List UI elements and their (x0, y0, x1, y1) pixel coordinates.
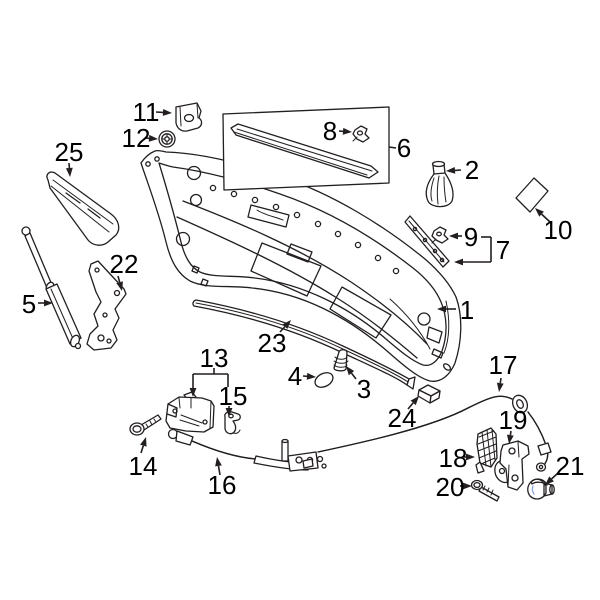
callout-13: 13 (200, 343, 229, 373)
part-molding-clip (352, 125, 370, 143)
callout-25: 25 (55, 137, 84, 167)
callout-arrow-line (279, 326, 286, 333)
part-latch-pad (475, 427, 498, 474)
part-latch-bolt (129, 414, 162, 436)
part-reinforcement (46, 171, 120, 246)
callout-10: 10 (544, 215, 573, 245)
callout-arrow-head (306, 372, 316, 380)
callout-11: 11 (133, 97, 160, 127)
part-grommet (425, 160, 454, 208)
callout-arrow-head (535, 208, 544, 217)
callout-arrow-head (162, 109, 172, 116)
part-block (417, 384, 441, 404)
callout-bracket-line (388, 146, 397, 149)
callout-24: 24 (388, 403, 417, 433)
callout-23: 23 (258, 328, 287, 358)
callout-5: 5 (22, 289, 36, 319)
part-striker-bolt (470, 479, 500, 502)
callout-arrow-head (446, 167, 456, 174)
part-hood-panel (140, 149, 462, 382)
callout-arrow-head (148, 134, 158, 142)
callout-arrow-head (463, 482, 472, 490)
callout-14: 14 (129, 451, 158, 481)
part-oval-pad (314, 372, 334, 388)
callout-12: 12 (122, 123, 151, 153)
part-front-molding (230, 123, 379, 179)
callout-arrow-head (215, 457, 222, 467)
callout-18: 18 (439, 443, 468, 473)
part-hood-seal (192, 299, 416, 390)
callout-arrow-line (217, 465, 221, 476)
callout-arrow-head (449, 232, 458, 240)
callout-arrow-head (282, 320, 291, 329)
callout-arrow-head (44, 299, 53, 307)
part-latch-hook (224, 411, 241, 435)
callout-15: 15 (219, 381, 248, 411)
callout-arrow-line (117, 275, 121, 283)
callout-arrow-head (496, 382, 504, 392)
callout-4: 4 (288, 361, 302, 391)
callout-arrow-head (189, 388, 197, 397)
part-release-cable-front (167, 428, 327, 472)
callout-arrow-head (410, 396, 419, 406)
part-gas-strut (21, 226, 82, 350)
callout-arrow-line (499, 377, 502, 384)
callout-2: 2 (465, 155, 479, 185)
callout-arrow-line (541, 213, 551, 223)
callout-arrow-head (225, 408, 233, 417)
callout-19: 19 (499, 405, 528, 435)
callout-arrow-head (140, 437, 147, 447)
callout-6: 6 (397, 133, 411, 163)
callout-22: 22 (110, 249, 139, 279)
callout-arrow-head (466, 453, 475, 461)
callout-arrow-head (116, 281, 123, 291)
callout-arrow-head (454, 258, 463, 266)
callout-arrow-line (551, 472, 559, 480)
part-release-cable-rear (317, 394, 552, 472)
callout-arrow-line (509, 430, 512, 436)
callout-arrow-head (342, 127, 352, 135)
part-striker-bracket (494, 440, 530, 491)
callout-17: 17 (489, 350, 518, 380)
part-hinge-bracket (175, 102, 203, 132)
part-hood-latch (165, 391, 215, 433)
callout-arrow-head (545, 476, 554, 485)
callout-arrow-head (507, 434, 514, 444)
callout-20: 20 (436, 472, 465, 502)
part-side-molding (404, 215, 450, 268)
callout-9: 9 (464, 222, 478, 252)
callout-1: 1 (460, 295, 474, 325)
callout-arrow-head (346, 366, 355, 376)
callout-7: 7 (496, 235, 510, 265)
part-side-molding-clip (431, 226, 449, 244)
callout-arrow-head (65, 167, 73, 177)
callout-arrow-line (350, 372, 357, 380)
callout-8: 8 (323, 116, 337, 146)
part-selected-bumper (527, 478, 555, 500)
callout-16: 16 (208, 470, 237, 500)
part-label-pad (515, 177, 549, 213)
callout-arrow-head (437, 305, 446, 313)
callout-arrow-line (140, 445, 145, 454)
callout-3: 3 (357, 374, 371, 404)
callout-21: 21 (556, 451, 585, 481)
part-hinge (86, 260, 127, 351)
part-round-grommet (158, 130, 176, 148)
callout-arrow-line (407, 402, 414, 410)
part-ribbed-bumper (333, 349, 349, 372)
